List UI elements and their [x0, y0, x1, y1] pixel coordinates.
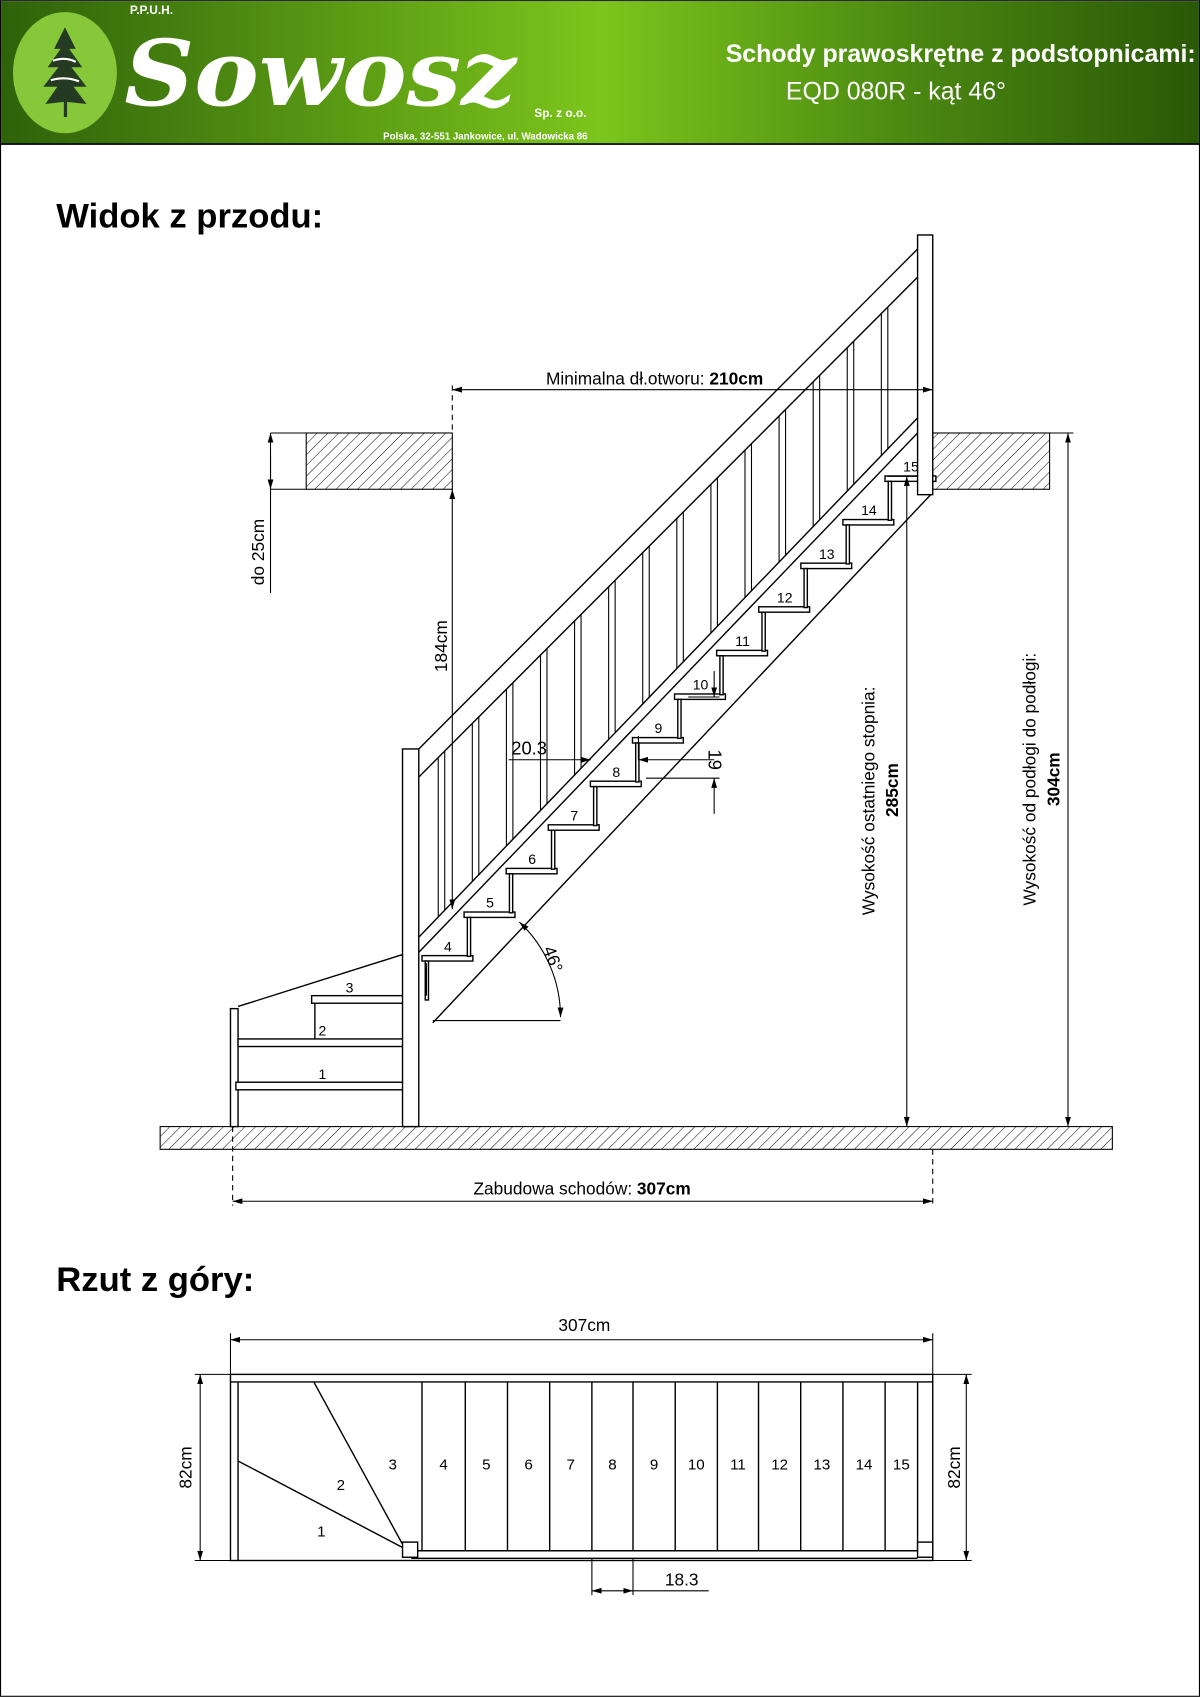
tread-11 — [715, 649, 769, 657]
top-step-number-13: 13 — [813, 1457, 830, 1474]
last-step-height-label: Wysokość ostatniego stopnia: — [858, 687, 878, 916]
tread-7 — [547, 824, 600, 831]
step-number-7: 7 — [570, 807, 578, 823]
top-step-number-1: 1 — [317, 1524, 325, 1541]
riser-height-dimension: 19 — [705, 750, 726, 770]
tread-8 — [589, 780, 642, 788]
top-step-number-4: 4 — [439, 1457, 447, 1474]
newel-post-left — [401, 748, 420, 1128]
top-step-number-11: 11 — [730, 1457, 746, 1474]
top-width-left-dimension: 82cm — [176, 1446, 196, 1488]
company-logo-text: Sowosz — [124, 21, 518, 127]
tread-4 — [421, 954, 474, 962]
company-prefix: P.P.U.H. — [130, 3, 173, 17]
top-step-number-6: 6 — [524, 1457, 532, 1474]
post-top-right — [916, 1541, 934, 1558]
build-length-dimension: Zabudowa schodów: 307cm — [473, 1179, 690, 1199]
step-number-11: 11 — [735, 633, 750, 649]
tread-6 — [505, 867, 558, 875]
step-number-2: 2 — [319, 1023, 327, 1039]
ceiling-left — [305, 432, 453, 490]
floor — [159, 1126, 1113, 1150]
riser-8 — [592, 785, 598, 827]
step-number-13: 13 — [819, 546, 835, 562]
tread-1 — [235, 1081, 406, 1091]
riser-13 — [803, 567, 809, 609]
riser-15 — [887, 480, 893, 522]
top-step-number-7: 7 — [567, 1457, 575, 1474]
top-view-heading: Rzut z góry: — [56, 1261, 254, 1299]
step-number-12: 12 — [777, 589, 793, 605]
floor-to-floor-value: 304cm — [1043, 752, 1063, 806]
top-step-number-5: 5 — [482, 1457, 490, 1474]
opening-dimension: Minimalna dł.otworu: 210cm — [546, 368, 763, 388]
riser-10 — [677, 698, 682, 740]
top-step-number-12: 12 — [771, 1457, 788, 1474]
ceiling-thickness-dimension: do 25cm — [248, 519, 268, 585]
last-step-height-value: 285cm — [882, 763, 902, 817]
ceiling-right — [932, 432, 1051, 490]
drawing-subtitle: EQD 080R - kąt 46° — [786, 78, 1006, 106]
front-view: 1 2 3 4 5 6 7 8 9 10 11 12 13 14 15 Minimalna dł.ot… — [159, 234, 1113, 1206]
riser-5 — [466, 916, 472, 958]
step-number-1: 1 — [319, 1066, 327, 1082]
top-step-number-8: 8 — [608, 1457, 616, 1474]
riser-12 — [761, 611, 766, 652]
angle-dimension: 46° — [539, 943, 567, 974]
tread-13 — [800, 562, 853, 570]
step-number-9: 9 — [655, 720, 663, 736]
newel-post-right — [916, 234, 934, 496]
tread-14 — [842, 518, 895, 526]
top-step-width-dimension: 18.3 — [665, 1569, 699, 1589]
drawing-title: Schody prawoskrętne z podstopnicami: — [726, 40, 1196, 68]
step-number-8: 8 — [612, 764, 620, 780]
newel-post-small — [229, 1007, 239, 1128]
tread-9 — [631, 736, 685, 744]
top-step-number-14: 14 — [856, 1457, 873, 1474]
tread-5 — [463, 911, 516, 919]
top-view: 307cm 1 2 3 4 5 6 7 8 9 10 11 12 13 14 15 82cm 82cm… — [176, 1315, 972, 1596]
header: P.P.U.H. Sowosz Sp. z o.o. Polska, 32-55… — [0, 1, 1200, 145]
top-width-right-dimension: 82cm — [944, 1446, 964, 1488]
floor-to-floor-label: Wysokość od podłogi do podłogi: — [1020, 653, 1040, 906]
headroom-dimension: 184cm — [431, 620, 451, 672]
top-step-number-10: 10 — [688, 1457, 705, 1474]
top-length-dimension: 307cm — [558, 1315, 610, 1335]
riser-14 — [845, 524, 851, 565]
top-step-number-15: 15 — [893, 1457, 910, 1474]
top-step-number-3: 3 — [389, 1457, 397, 1474]
riser-6 — [508, 873, 514, 914]
tread-depth-dimension: 20.3 — [511, 737, 547, 758]
tread-2 — [237, 1038, 406, 1048]
step-number-15: 15 — [903, 459, 919, 475]
tread-3 — [310, 994, 406, 1004]
company-suffix: Sp. z o.o. — [534, 106, 586, 120]
step-number-6: 6 — [528, 851, 536, 867]
front-view-heading: Widok z przodu: — [56, 197, 323, 235]
tread-12 — [758, 606, 811, 613]
top-step-number-2: 2 — [337, 1477, 345, 1494]
step-number-14: 14 — [861, 502, 877, 518]
step-number-3: 3 — [346, 979, 354, 995]
post-top-left — [401, 1541, 419, 1558]
logo-tree-icon — [12, 12, 117, 134]
company-address: Polska, 32-551 Jankowice, ul. Wadowicka … — [383, 132, 588, 143]
riser-7 — [550, 829, 556, 870]
riser-11 — [719, 655, 724, 696]
step-number-4: 4 — [444, 938, 452, 954]
top-step-number-9: 9 — [650, 1457, 658, 1474]
step-number-5: 5 — [486, 895, 494, 911]
step-number-10: 10 — [693, 677, 709, 693]
